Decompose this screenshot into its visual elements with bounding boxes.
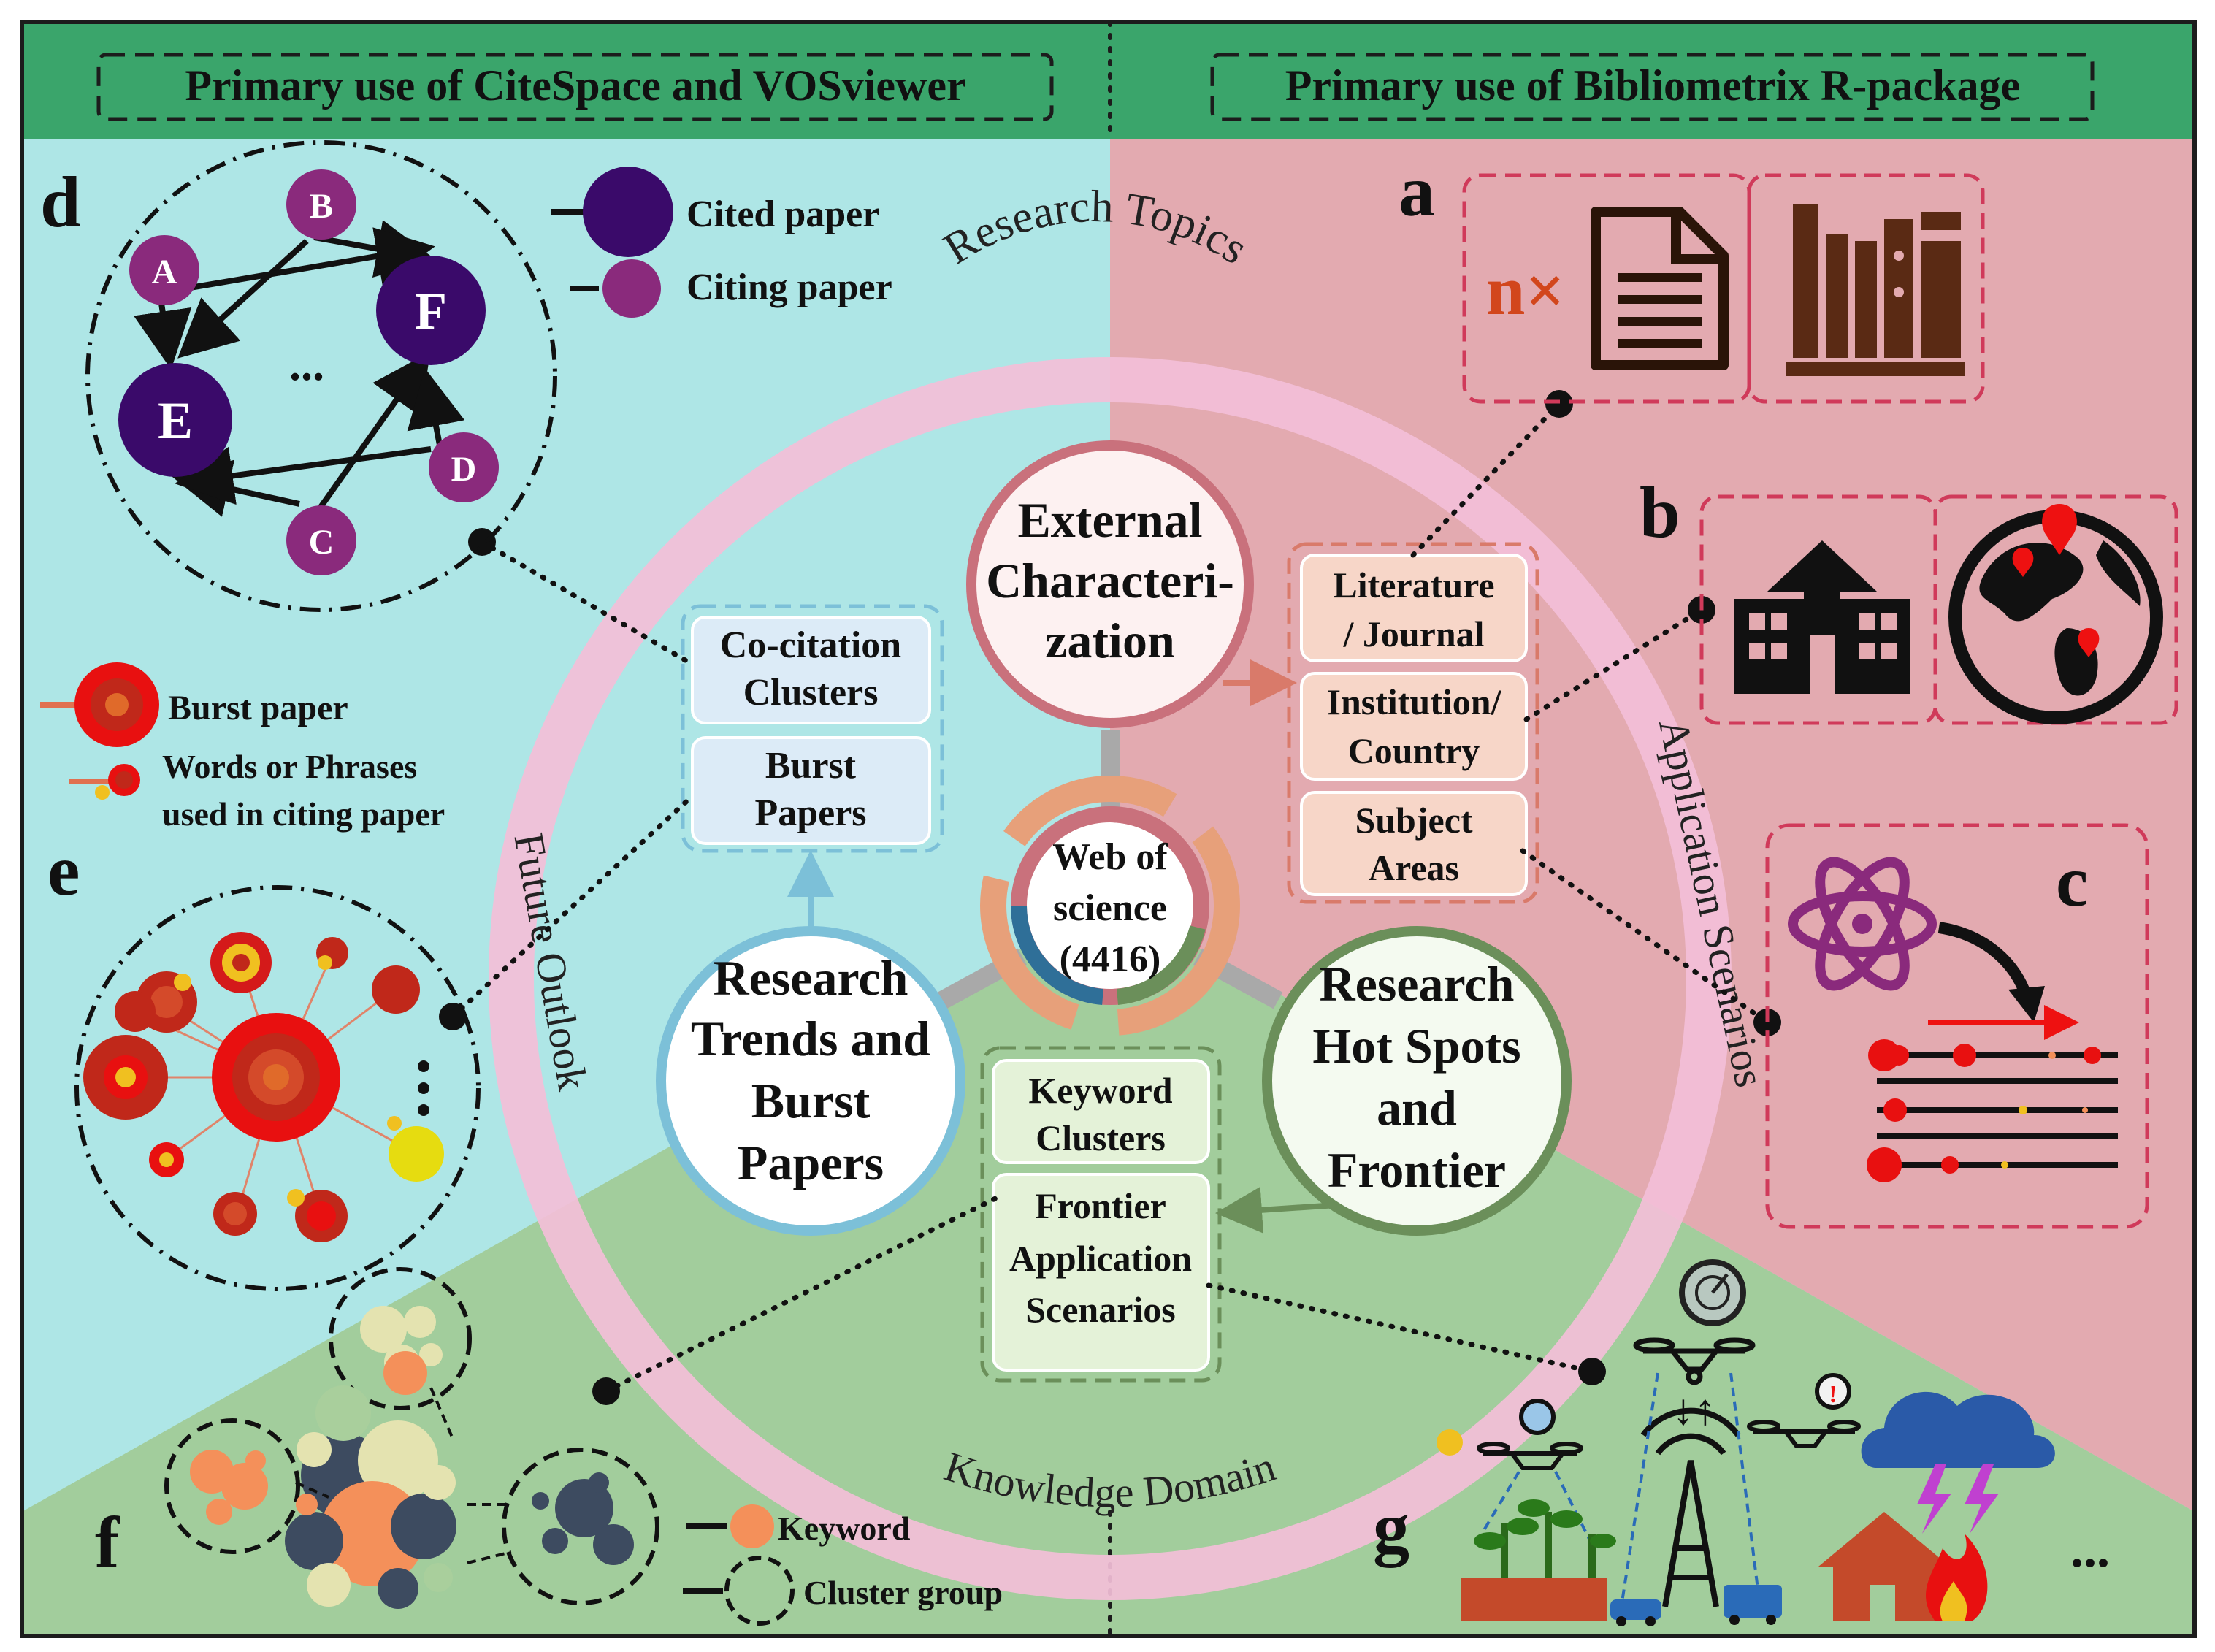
panel-c-letter: c — [2056, 841, 2088, 922]
box-keyword: Keyword — [1028, 1070, 1172, 1111]
document-icon — [1591, 207, 1729, 370]
svg-text:Trends and: Trends and — [691, 1011, 930, 1066]
svg-text:D: D — [451, 450, 477, 489]
center-line1: Web of — [1052, 836, 1168, 878]
center-hub: Web of science (4416) — [980, 776, 1240, 1036]
car-icon — [1610, 1599, 1661, 1626]
panel-a: n× — [1462, 173, 1985, 404]
legend-cited: Cited paper — [686, 194, 879, 235]
svg-text:B: B — [310, 187, 333, 226]
panel-d-network: B A D C F E ... — [85, 140, 557, 612]
cluster-main — [285, 1351, 456, 1609]
sun-icon — [1437, 1429, 1463, 1456]
svg-text:Clusters: Clusters — [1036, 1117, 1166, 1158]
box-group-left: Co-citation Clusters Burst Papers — [681, 604, 944, 928]
leader-lines — [450, 401, 1770, 1394]
panel-e-legend: Burst paper Words or Phrases used in cit… — [40, 662, 445, 833]
svg-text:Papers: Papers — [754, 792, 866, 834]
legend-burst: Burst paper — [168, 689, 348, 727]
svg-text:C: C — [309, 523, 334, 562]
plants-icon — [1461, 1499, 1616, 1621]
right-region — [1110, 139, 2195, 1512]
burning-house-icon — [1818, 1512, 1988, 1621]
panel-e-network — [74, 885, 481, 1291]
panel-g-ellipsis: ... — [2070, 1520, 2110, 1578]
panel-g-letter: g — [1373, 1487, 1409, 1568]
box-burst: Burst — [765, 745, 857, 787]
svg-text:Scenarios: Scenarios — [1025, 1289, 1176, 1330]
legend-words-1: Words or Phrases — [162, 748, 417, 785]
bus-icon — [1724, 1585, 1782, 1625]
svg-text:Research: Research — [1320, 956, 1515, 1012]
box-cocitation: Co-citation — [720, 624, 901, 666]
panel-b-letter: b — [1640, 472, 1680, 553]
svg-text:/ Journal: / Journal — [1342, 613, 1484, 654]
box-group-bottom: Keyword Clusters Frontier Application Sc… — [980, 1046, 1337, 1383]
leader-dots — [439, 390, 1781, 1405]
svg-text:Application: Application — [1009, 1238, 1192, 1279]
drone-top-icon — [1633, 1337, 1756, 1385]
panel-d-letter: d — [40, 161, 81, 242]
svg-text:...: ... — [289, 338, 324, 390]
svg-text:Areas: Areas — [1369, 847, 1459, 888]
legend-cluster: Cluster group — [803, 1574, 1003, 1611]
center-line3: (4416) — [1060, 938, 1161, 980]
atom-icon — [1788, 857, 1937, 991]
svg-text:Research: Research — [714, 950, 908, 1006]
panel-a-letter: a — [1399, 150, 1435, 232]
tower-icon — [1640, 1407, 1741, 1607]
panel-c — [1765, 823, 2149, 1229]
node-trends: Research Trends and Burst Papers — [656, 926, 965, 1236]
header-left-title: Primary use of CiteSpace and VOSviewer — [185, 61, 965, 110]
svg-text:E: E — [158, 391, 193, 450]
panel-g: ↓↑ ! — [1437, 1259, 2110, 1626]
drone-right-icon: ! — [1747, 1373, 1861, 1448]
legend-citing: Citing paper — [686, 267, 892, 308]
institution-icon — [1734, 540, 1910, 694]
panel-letters: d e f a b c g — [40, 150, 2088, 1583]
box-group-right: Literature / Journal Institution/ Countr… — [1223, 542, 1539, 904]
svg-text:Frontier: Frontier — [1328, 1142, 1506, 1198]
panel-f-legend: Keyword Cluster group — [683, 1504, 1003, 1626]
books-icon — [1786, 204, 1965, 376]
radar-icon — [1679, 1259, 1746, 1326]
legend-words-2: used in citing paper — [162, 795, 445, 833]
globe-icon — [1948, 504, 2163, 724]
panel-b — [1699, 494, 2178, 725]
svg-text:and: and — [1377, 1080, 1457, 1136]
header-right: Primary use of Bibliometrix R-package — [1210, 53, 2095, 121]
svg-text:Country: Country — [1348, 730, 1480, 771]
panel-d-legend: Cited paper Citing paper — [551, 167, 892, 318]
svg-text:Hot Spots: Hot Spots — [1312, 1018, 1520, 1074]
header-left: Primary use of CiteSpace and VOSviewer — [96, 53, 1054, 121]
center-line2: science — [1053, 887, 1167, 929]
multiplier-label: n× — [1486, 251, 1565, 329]
svg-text:Characteri-: Characteri- — [986, 553, 1234, 608]
box-literature: Literature — [1333, 565, 1494, 605]
storm-cloud-icon — [1861, 1391, 2055, 1534]
svg-text:Burst: Burst — [751, 1073, 871, 1128]
svg-text:Clusters: Clusters — [743, 672, 879, 714]
panel-e-letter: e — [47, 830, 80, 911]
drone-left-icon — [1477, 1399, 1583, 1470]
svg-text:Papers: Papers — [738, 1135, 884, 1190]
header-right-title: Primary use of Bibliometrix R-package — [1285, 61, 2021, 110]
svg-text:External: External — [1017, 492, 1202, 548]
node-hotspots: Research Hot Spots and Frontier — [1262, 926, 1572, 1236]
panel-f-clusters — [164, 1267, 659, 1609]
box-frontier: Frontier — [1035, 1185, 1166, 1226]
node-external: External Characteri- zation — [966, 440, 1254, 728]
panel-f-letter: f — [95, 1502, 120, 1583]
svg-text:zation: zation — [1045, 613, 1175, 668]
svg-text:F: F — [415, 282, 447, 340]
timeline-icon — [1877, 1052, 2118, 1168]
box-institution: Institution/ — [1327, 681, 1502, 722]
svg-text:!: ! — [1829, 1381, 1837, 1408]
svg-text:A: A — [152, 253, 177, 291]
box-subject: Subject — [1355, 800, 1472, 841]
legend-keyword: Keyword — [778, 1510, 911, 1547]
